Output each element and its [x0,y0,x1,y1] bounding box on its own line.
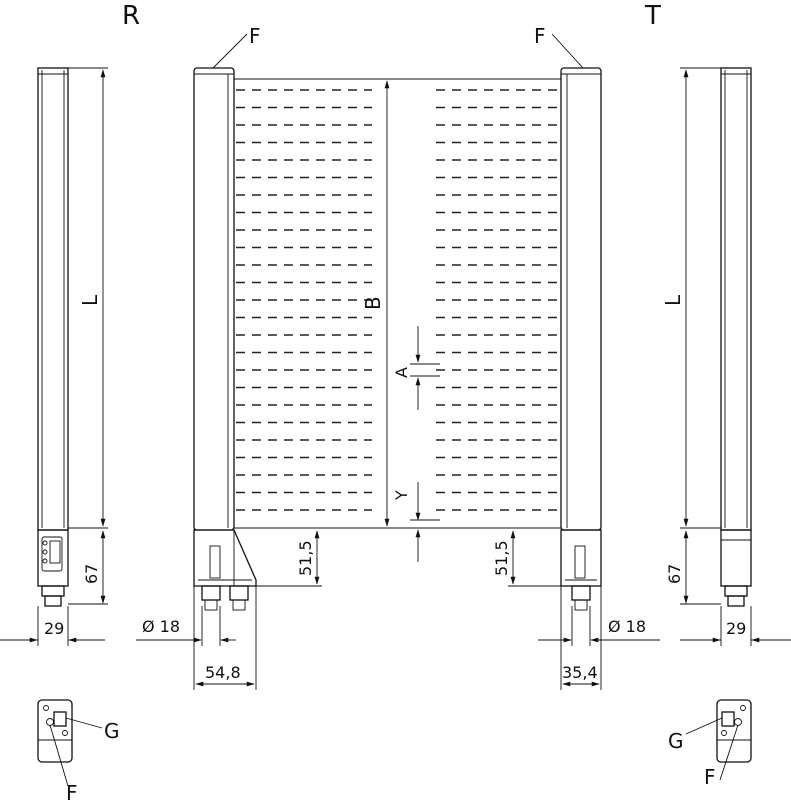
receiver-bottom-detail: G F [37,699,120,800]
front-cap-label-bottom-receiver: F [66,781,78,800]
front-cap-label-receiver: F [249,24,261,48]
transmitter-side-view [720,67,752,607]
transmitter-bottom-detail: G F [668,699,752,789]
base-width-label-receiver: 54,8 [205,663,241,682]
bracket-height-label-receiver: 51,5 [296,540,315,576]
diameter-label-transmitter: Ø 18 [608,617,646,636]
transmitter-label: T [644,1,661,31]
width-label-left: 29 [44,619,64,638]
length-label-left: L [78,294,102,306]
beam-pitch-label: A [392,367,411,378]
front-cap-label-bottom-transmitter: F [704,765,716,789]
transmitter-column [560,67,602,611]
front-cap-label-transmitter: F [534,24,546,48]
base-height-label-left: 67 [82,564,101,584]
bracket-height-dimension-receiver: 51,5 [234,527,322,587]
bracket-height-label-transmitter: 51,5 [492,540,511,576]
front-cap-callout-receiver: F [212,24,261,69]
diameter-dimension-transmitter: Ø 18 [538,606,660,646]
front-cap-callout-transmitter: F [534,24,584,69]
beam-pitch-dimension: A [392,326,440,410]
base-width-label-transmitter: 35,4 [562,663,598,682]
width-label-right: 29 [726,619,746,638]
base-width-dimension-transmitter: 35,4 [560,586,602,690]
length-dimension-left: L [68,67,108,529]
base-width-dimension-receiver: 54,8 [193,586,257,690]
receiver-label: R [122,1,140,31]
length-dimension-right: L [661,67,721,529]
diameter-label-receiver: Ø 18 [142,617,180,636]
base-height-dimension-right: 67 [665,530,721,605]
offset-dimension: Y [392,482,440,562]
protective-height-dimension: B [361,80,390,527]
protective-height-label: B [361,296,385,310]
width-dimension-left: 29 [0,606,105,646]
light-beam-field [236,89,560,511]
receiver-side-view [37,67,69,607]
base-height-dimension-left: 67 [68,530,108,605]
bracket-height-dimension-transmitter: 51,5 [492,527,561,587]
offset-label: Y [392,490,411,501]
width-dimension-right: 29 [680,606,791,646]
receiver-column [193,67,257,611]
diameter-dimension-receiver: Ø 18 [136,606,236,646]
connector-label-transmitter: G [668,729,684,753]
base-height-label-right: 67 [665,564,684,584]
length-label-right: L [661,294,685,306]
connector-label-receiver: G [104,719,120,743]
